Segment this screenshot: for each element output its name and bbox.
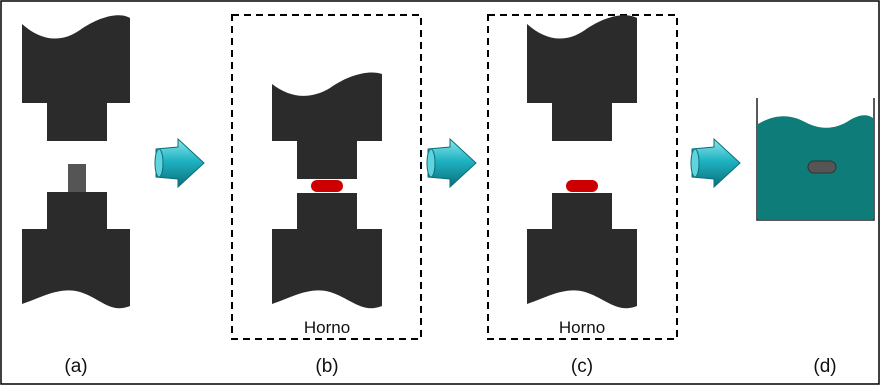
panel-d — [756, 98, 875, 221]
upper-die — [527, 15, 637, 103]
lower-die — [527, 229, 637, 309]
hot-billet — [566, 180, 598, 192]
caption-c: (c) — [571, 356, 593, 377]
caption-b: (b) — [315, 356, 338, 377]
furnace-label: Horno — [304, 318, 350, 337]
right-arrow-icon — [690, 137, 741, 189]
upper-die — [272, 72, 382, 141]
upper-punch — [552, 103, 612, 141]
panel-c: Horno — [487, 14, 678, 340]
caption-d: (d) — [813, 356, 836, 377]
quenched-billet — [807, 160, 837, 174]
lower-die — [272, 229, 382, 309]
lower-punch — [47, 192, 107, 229]
cold-billet — [68, 164, 86, 192]
lower-die — [22, 229, 130, 309]
upper-punch — [297, 141, 357, 179]
lower-punch — [552, 193, 612, 229]
right-arrow-icon — [154, 137, 205, 189]
furnace-label: Horno — [559, 318, 605, 337]
right-arrow-icon — [426, 137, 477, 189]
lower-punch — [297, 193, 357, 229]
quench-tank-walls — [756, 98, 875, 221]
upper-die — [22, 15, 130, 103]
panel-a — [22, 15, 130, 309]
furnace-box — [231, 14, 422, 340]
furnace-box — [487, 14, 678, 340]
upper-punch — [47, 103, 107, 141]
panel-b: Horno — [231, 14, 422, 340]
hot-billet — [311, 180, 343, 192]
caption-a: (a) — [64, 356, 87, 377]
